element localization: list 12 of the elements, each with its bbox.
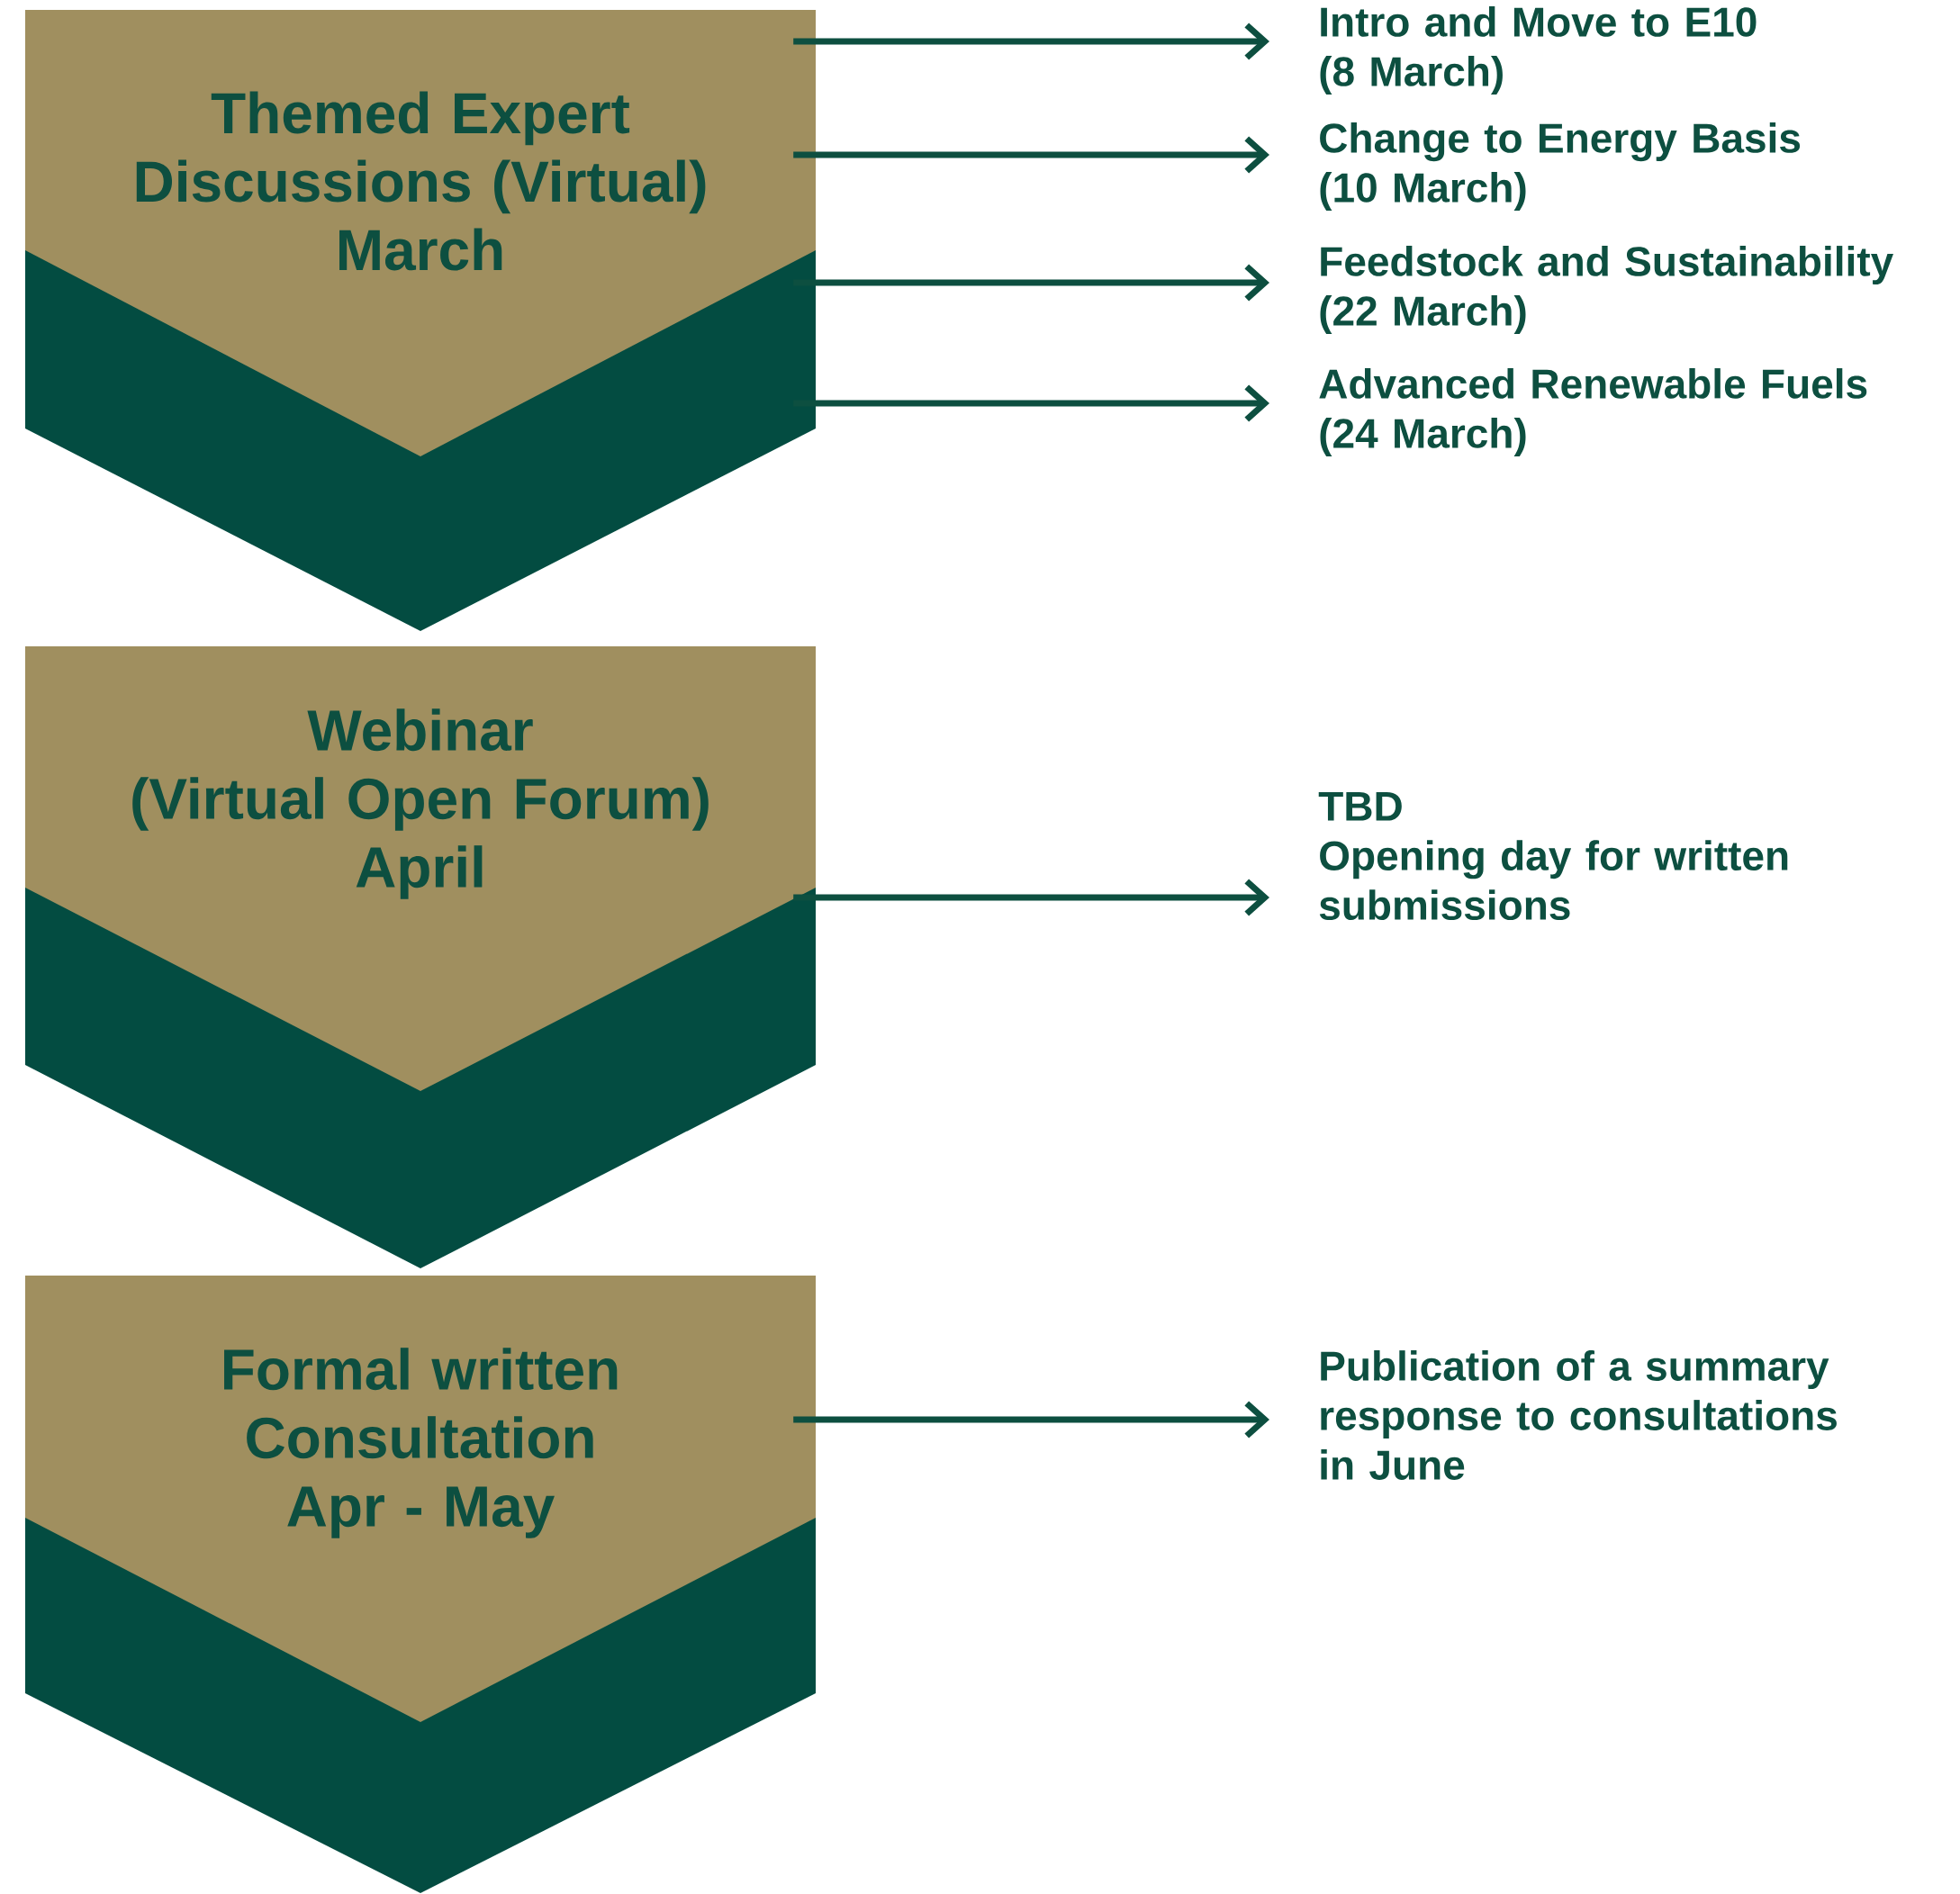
step-text: Change to Energy Basis (10 March) (1320, 122, 1801, 211)
arrow (793, 384, 1269, 422)
arrow (793, 264, 1269, 302)
chevron-box: Webinar (Virtual Open Forum) April (25, 646, 816, 1268)
chevron-box: Formal written Consultation Apr - May (25, 1276, 816, 1893)
step-text: Advanced Renewable Fuels (24 March) (1319, 368, 1867, 456)
arrow (793, 879, 1269, 916)
step-text: TBD Opening day for written submissions (1318, 791, 1788, 921)
step-text: Intro and Move to E10 (8 March) (1320, 6, 1757, 95)
chevron-box: Themed Expert Discussions (Virtual) March (25, 10, 816, 631)
step-text: Publication of a summary response to consultations in June (1321, 1350, 1837, 1480)
step-text: Feedstock and Sustainability (22 March) (1320, 246, 1893, 334)
